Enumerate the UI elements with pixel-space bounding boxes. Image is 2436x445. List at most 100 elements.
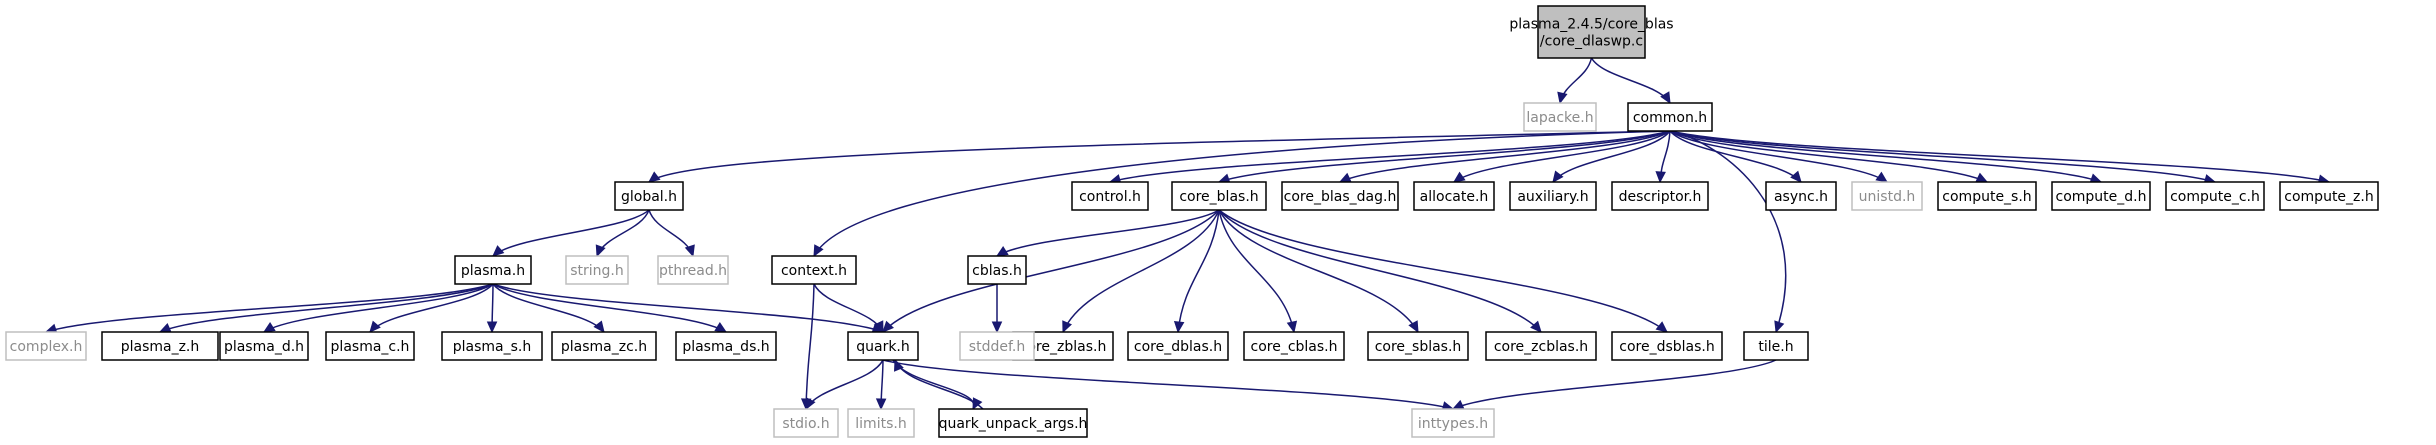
arrowhead-plasma-to-plasma_s xyxy=(486,321,498,334)
edge-common-to-compute_c xyxy=(1669,130,2216,183)
node-box xyxy=(1611,331,1723,361)
graph-edges xyxy=(44,57,2331,412)
node-compute-d[interactable]: compute_d.h xyxy=(2051,181,2151,211)
edge-core_blas-quark xyxy=(882,209,1220,333)
edge-common-to-context xyxy=(813,130,1671,257)
edge-plasma-plasma_d xyxy=(262,283,494,333)
node-stdio: stdio.h xyxy=(773,408,839,438)
node-plasma-s[interactable]: plasma_s.h xyxy=(441,331,543,361)
arrowhead-plasma-to-plasma_z xyxy=(158,322,172,333)
node-box xyxy=(1071,181,1149,211)
node-core-blas-dag[interactable]: core_blas_dag.h xyxy=(1281,181,1399,211)
node-label: stdio.h xyxy=(782,416,829,432)
node-plasma-z[interactable]: plasma_z.h xyxy=(101,331,219,361)
node-box xyxy=(441,331,543,361)
node-label: string.h xyxy=(570,263,624,279)
node-box xyxy=(1523,102,1597,132)
edge-quark_unpack_args-quark xyxy=(894,358,984,410)
edge-global-to-plasma xyxy=(492,209,650,257)
node-label: core_blas_dag.h xyxy=(1284,189,1397,205)
edge-plasma-plasma_s xyxy=(486,283,498,334)
edge-tile-inttypes xyxy=(1451,359,1777,410)
node-compute-z[interactable]: compute_z.h xyxy=(2279,181,2379,211)
node-box xyxy=(1127,331,1229,361)
edge-quark-limits xyxy=(875,359,887,411)
node-common[interactable]: common.h xyxy=(1627,102,1713,132)
node-allocate[interactable]: allocate.h xyxy=(1413,181,1495,211)
node-core-dblas[interactable]: core_dblas.h xyxy=(1127,331,1229,361)
edge-common-unistd xyxy=(1669,130,1888,183)
node-async[interactable]: async.h xyxy=(1765,181,1837,211)
node-label: unistd.h xyxy=(1859,189,1916,205)
node-core-blas[interactable]: core_blas.h xyxy=(1171,181,1267,211)
node-box xyxy=(1413,181,1495,211)
edge-core_blas-core_zblas xyxy=(1062,209,1220,334)
node-auxiliary[interactable]: auxiliary.h xyxy=(1509,181,1597,211)
node-box xyxy=(565,255,629,285)
node-label: core_zcblas.h xyxy=(1494,339,1588,355)
arrowhead-tile-to-inttypes xyxy=(1451,399,1465,410)
edge-quark-inttypes xyxy=(882,359,1455,412)
edge-common-to-control xyxy=(1109,130,1671,183)
node-label: plasma_zc.h xyxy=(561,339,647,355)
node-label: plasma_d.h xyxy=(224,339,304,355)
arrowhead-root-to-lapacke xyxy=(1557,91,1568,105)
node-box xyxy=(2051,181,2151,211)
node-core-sblas[interactable]: core_sblas.h xyxy=(1367,331,1469,361)
edge-common-to-unistd xyxy=(1669,130,1888,183)
node-core-dsblas[interactable]: core_dsblas.h xyxy=(1611,331,1723,361)
arrowhead-plasma-to-plasma_zc xyxy=(593,320,605,333)
node-box xyxy=(1743,331,1809,361)
arrowhead-core_blas-to-core_dsblas xyxy=(1655,321,1668,333)
edge-core_blas-to-core_sblas xyxy=(1218,209,1419,333)
edge-core_blas-cblas xyxy=(995,209,1220,257)
node-global[interactable]: global.h xyxy=(614,181,684,211)
node-compute-c[interactable]: compute_c.h xyxy=(2165,181,2265,211)
node-tile[interactable]: tile.h xyxy=(1743,331,1809,361)
node-root: plasma_2.4.5/core_blas/core_dlaswp.c xyxy=(1509,5,1674,59)
arrowhead-cblas-to-stddef xyxy=(991,321,1003,334)
arrowhead-common-to-global xyxy=(648,171,661,183)
arrowhead-core_blas-to-core_zcblas xyxy=(1530,320,1542,333)
node-plasma-c[interactable]: plasma_c.h xyxy=(325,331,415,361)
node-plasma[interactable]: plasma.h xyxy=(454,255,532,285)
node-label: core_dblas.h xyxy=(1134,339,1222,355)
edge-root-common xyxy=(1590,57,1671,105)
node-control[interactable]: control.h xyxy=(1071,181,1149,211)
node-descriptor[interactable]: descriptor.h xyxy=(1611,181,1709,211)
node-label: compute_z.h xyxy=(2284,189,2373,205)
node-quark-unpack-args[interactable]: quark_unpack_args.h xyxy=(938,408,1088,438)
arrowhead-core_blas-to-core_zblas xyxy=(1062,320,1072,334)
arrowhead-plasma-to-plasma_c xyxy=(369,320,381,333)
node-box xyxy=(847,331,919,361)
edge-common-allocate xyxy=(1453,130,1671,183)
node-compute-s[interactable]: compute_s.h xyxy=(1937,181,2037,211)
node-plasma-zc[interactable]: plasma_zc.h xyxy=(551,331,657,361)
node-context[interactable]: context.h xyxy=(771,255,857,285)
node-core-cblas[interactable]: core_cblas.h xyxy=(1243,331,1345,361)
edge-common-to-tile xyxy=(1669,130,1787,333)
edge-common-to-allocate xyxy=(1453,130,1671,183)
edge-core_blas-core_sblas xyxy=(1218,209,1419,334)
node-label: plasma_z.h xyxy=(121,339,200,355)
edge-core_blas-to-core_zblas xyxy=(1062,209,1220,333)
arrowhead-common-to-descriptor xyxy=(1655,171,1666,184)
node-cblas[interactable]: cblas.h xyxy=(967,255,1027,285)
node-label: core_zblas.h xyxy=(1020,339,1107,355)
node-quark[interactable]: quark.h xyxy=(847,331,919,361)
node-label: core_dsblas.h xyxy=(1619,339,1714,355)
node-label: compute_s.h xyxy=(1942,189,2031,205)
node-box xyxy=(5,331,87,361)
node-label: limits.h xyxy=(855,416,906,432)
node-plasma-d[interactable]: plasma_d.h xyxy=(219,331,309,361)
edge-plasma-plasma_c xyxy=(369,283,494,333)
node-box xyxy=(1509,181,1597,211)
edge-common-global xyxy=(648,130,1671,183)
edge-common-to-core_blas_dag xyxy=(1339,130,1671,183)
node-plasma-ds[interactable]: plasma_ds.h xyxy=(675,331,777,361)
arrowhead-core_blas-to-cblas xyxy=(995,245,1009,257)
node-box xyxy=(1411,408,1495,438)
node-label: cblas.h xyxy=(972,263,1022,279)
node-label: common.h xyxy=(1633,110,1707,126)
node-core-zcblas[interactable]: core_zcblas.h xyxy=(1485,331,1597,361)
